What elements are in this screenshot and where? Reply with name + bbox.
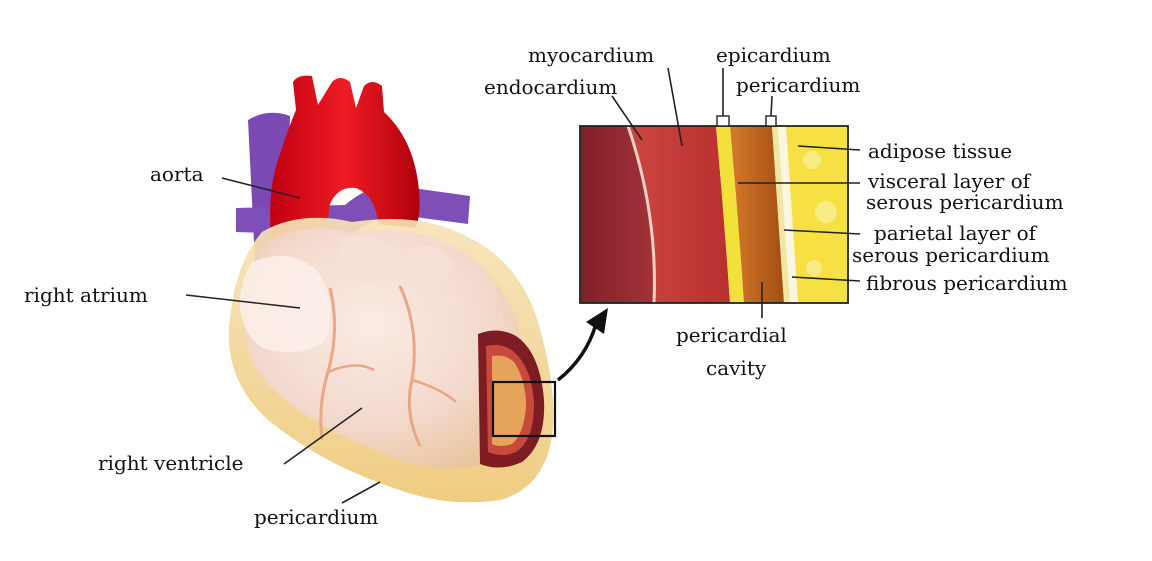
wall-section-frame bbox=[579, 125, 849, 304]
leader-pericardium-top bbox=[770, 95, 773, 117]
label-aorta: aorta bbox=[150, 162, 204, 186]
callout-arrow bbox=[556, 323, 598, 382]
label-pericardial-cavity-line1: pericardial bbox=[676, 323, 787, 347]
label-visceral-line2: serous pericardium bbox=[866, 190, 1064, 214]
right-atrium-shape bbox=[239, 255, 331, 353]
label-parietal-line2: serous pericardium bbox=[852, 243, 1050, 267]
label-pericardium-top: pericardium bbox=[736, 73, 860, 97]
coronary-vessel bbox=[398, 285, 422, 447]
callout-arrowhead bbox=[586, 308, 608, 334]
label-adipose-tissue: adipose tissue bbox=[868, 139, 1012, 163]
heart-illustration bbox=[228, 75, 557, 503]
epicardium-bracket bbox=[716, 115, 730, 127]
label-pericardial-cavity-line2: cavity bbox=[706, 356, 767, 380]
label-pericardium-bottom: pericardium bbox=[254, 505, 378, 529]
endocardium-line bbox=[626, 126, 656, 303]
coronary-vessel bbox=[411, 378, 457, 403]
aorta-vessel bbox=[270, 75, 420, 248]
leader-adipose bbox=[797, 145, 861, 151]
label-parietal-line1: parietal layer of bbox=[874, 221, 1038, 245]
myocardium-layer bbox=[628, 126, 730, 303]
heart-wall-cutaway-layer bbox=[492, 355, 526, 446]
leader-myocardium bbox=[667, 67, 683, 147]
magnify-box bbox=[491, 380, 557, 438]
pulmonary-trunk-shape bbox=[404, 245, 452, 288]
label-myocardium: myocardium bbox=[528, 43, 654, 67]
leader-aorta bbox=[221, 177, 301, 199]
label-epicardium: epicardium bbox=[716, 43, 831, 67]
label-right-ventricle: right ventricle bbox=[98, 451, 243, 475]
leader-fibrous bbox=[791, 276, 861, 282]
label-endocardium: endocardium bbox=[484, 75, 617, 99]
label-right-atrium: right atrium bbox=[24, 283, 148, 307]
adipose-cell bbox=[803, 151, 821, 169]
fibrous-pericardium-layer bbox=[778, 126, 798, 303]
pericardial-cavity-region bbox=[730, 126, 784, 303]
leader-right-ventricle bbox=[283, 407, 363, 465]
left-auricle-shape bbox=[340, 235, 400, 286]
adipose-cell bbox=[815, 201, 837, 223]
wall-section bbox=[580, 126, 848, 303]
label-visceral-line1: visceral layer of bbox=[867, 169, 1032, 193]
parietal-serous-layer bbox=[772, 126, 790, 303]
leader-parietal bbox=[783, 229, 861, 235]
leader-pericardium-bottom bbox=[341, 481, 381, 504]
label-fibrous-pericardium: fibrous pericardium bbox=[866, 271, 1068, 295]
leader-right-atrium bbox=[185, 294, 301, 309]
coronary-vessel bbox=[327, 364, 375, 374]
leader-endocardium bbox=[611, 95, 643, 141]
adipose-cell bbox=[806, 260, 822, 276]
epicardium-layer bbox=[716, 126, 744, 303]
pericardium-bracket bbox=[765, 115, 777, 127]
